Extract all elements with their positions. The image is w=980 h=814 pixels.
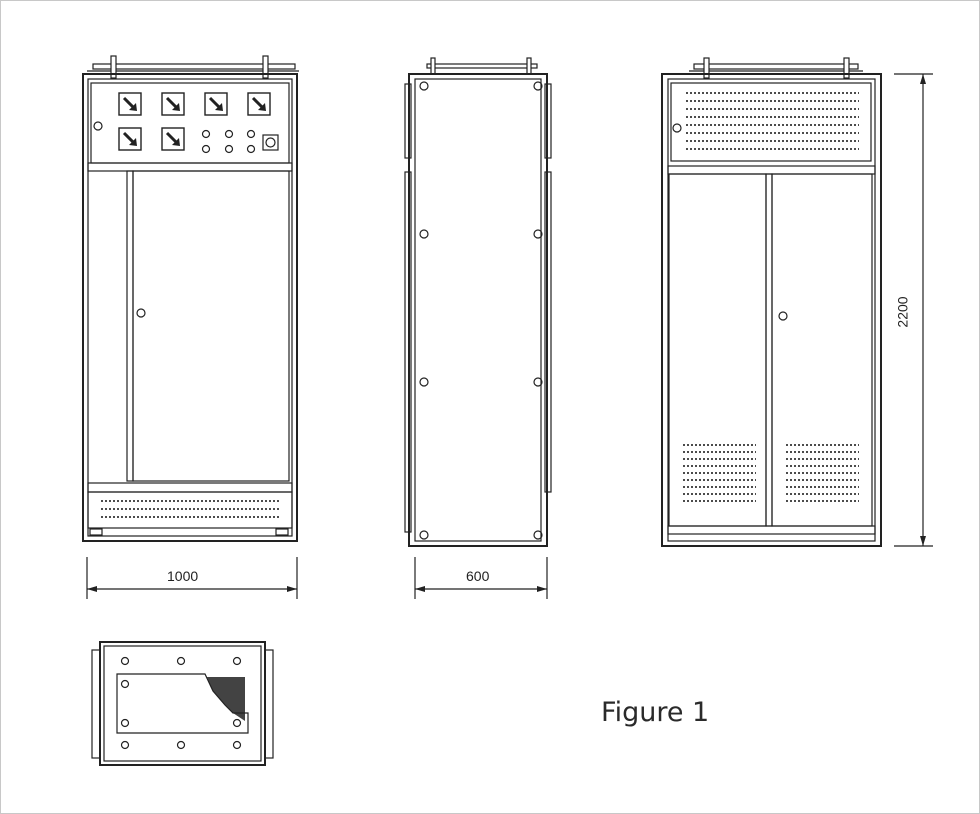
meter-icon	[118, 92, 142, 116]
side-dimension-line	[414, 557, 548, 599]
rear-view	[661, 57, 882, 547]
height-dimension-line	[894, 73, 933, 547]
meter-icon	[204, 92, 228, 116]
meter-icon	[161, 127, 185, 151]
side-depth-label: 600	[466, 568, 490, 584]
plan-view	[91, 641, 274, 766]
meter-icon	[118, 127, 142, 151]
front-width-label: 1000	[167, 568, 199, 584]
meter-icon	[247, 92, 271, 116]
meter-icon	[161, 92, 185, 116]
height-label: 2200	[894, 296, 911, 328]
side-view	[404, 57, 552, 547]
figure-caption: Figure 1	[601, 697, 710, 728]
front-dimension-line	[86, 557, 298, 599]
front-view	[82, 55, 299, 542]
